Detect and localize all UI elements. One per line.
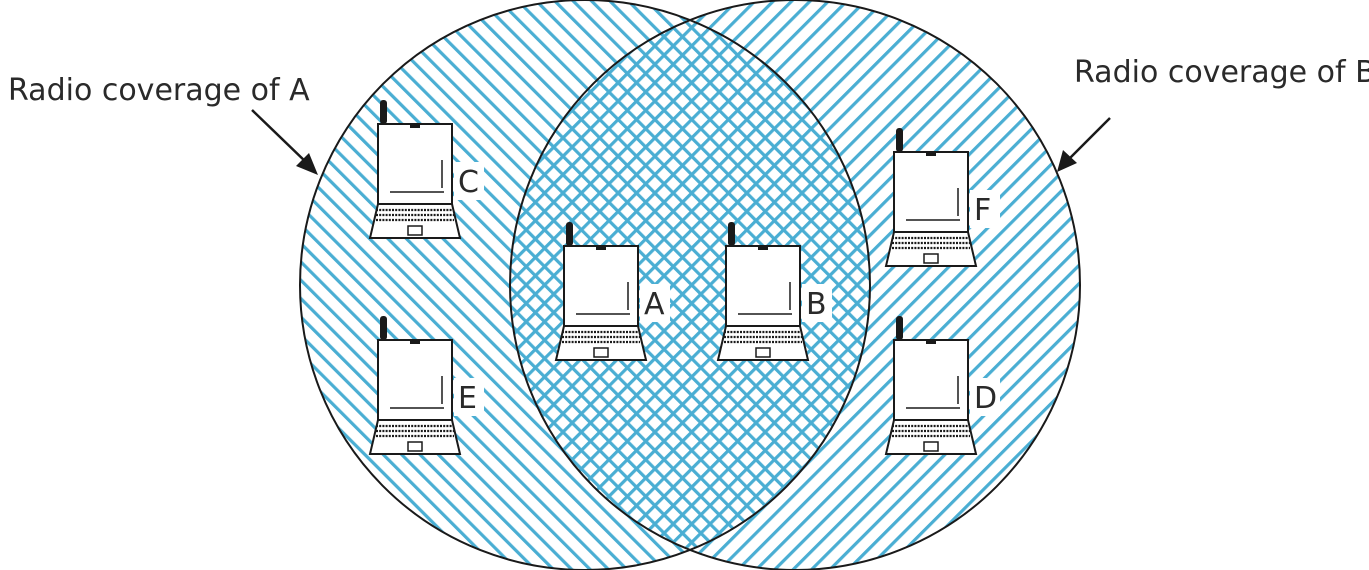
coverage-outline-a — [299, 0, 871, 570]
node-label-b: B — [806, 287, 827, 322]
node-label-f: F — [974, 193, 991, 228]
laptop-with-antenna-icon — [884, 316, 978, 455]
caption-coverage-a: Radio coverage of A — [8, 73, 310, 108]
laptop-with-antenna-icon — [716, 222, 810, 361]
node-label-d: D — [974, 381, 997, 416]
laptop-node-b: B — [716, 222, 832, 361]
laptop-with-antenna-icon — [884, 128, 978, 267]
node-label-a: A — [644, 287, 665, 322]
laptop-with-antenna-icon — [554, 222, 648, 361]
arrow-to-coverage-b — [1057, 117, 1111, 172]
laptop-node-c: C — [368, 100, 484, 239]
node-label-e: E — [458, 381, 477, 416]
caption-coverage-b: Radio coverage of B — [1074, 55, 1369, 90]
arrow-to-coverage-a — [251, 109, 318, 175]
laptop-node-d: D — [884, 316, 1000, 455]
laptop-with-antenna-icon — [368, 316, 462, 455]
laptop-node-e: E — [368, 316, 484, 455]
coverage-outline-b — [509, 0, 1081, 570]
laptop-node-a: A — [554, 222, 670, 361]
node-label-c: C — [458, 165, 479, 200]
laptop-with-antenna-icon — [368, 100, 462, 239]
laptop-node-f: F — [884, 128, 1000, 267]
